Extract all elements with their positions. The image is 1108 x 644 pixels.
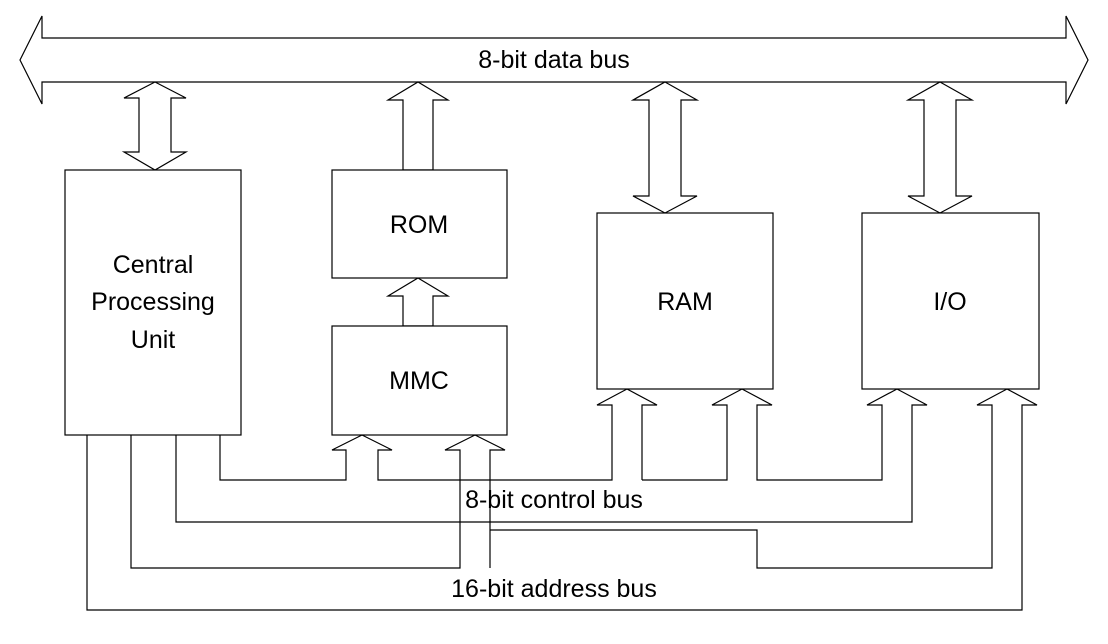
ram-data-arrow [630, 81, 700, 214]
cpu-data-arrow [121, 81, 189, 171]
io-block [861, 212, 1040, 390]
io-label: I/O [933, 288, 966, 316]
rom-data-arrow [385, 81, 451, 171]
rom-label: ROM [390, 211, 448, 239]
ram-label: RAM [657, 288, 713, 316]
control-bus-wire-cpu [219, 388, 658, 481]
io-data-arrow [905, 81, 975, 214]
cpu-label-line-3: Unit [131, 326, 176, 354]
address-bus-wire-mmc [130, 434, 506, 569]
mmc-label: MMC [389, 367, 449, 395]
data-bus-label: 8-bit data bus [478, 46, 630, 74]
cpu-block [64, 169, 242, 436]
control-bus-label: 8-bit control bus [465, 486, 643, 514]
cpu-label-line-1: Central [113, 251, 194, 279]
control-bus-wire-io [175, 388, 928, 523]
address-bus-wire-right [86, 388, 1038, 611]
data-bus-arrow [19, 15, 1089, 105]
ram-block [596, 212, 774, 390]
rom-block [331, 169, 508, 279]
mmc-block [331, 325, 508, 436]
cpu-label-line-2: Processing [91, 288, 215, 316]
mmc-rom-arrow [385, 277, 451, 327]
address-bus-label: 16-bit address bus [451, 575, 657, 603]
